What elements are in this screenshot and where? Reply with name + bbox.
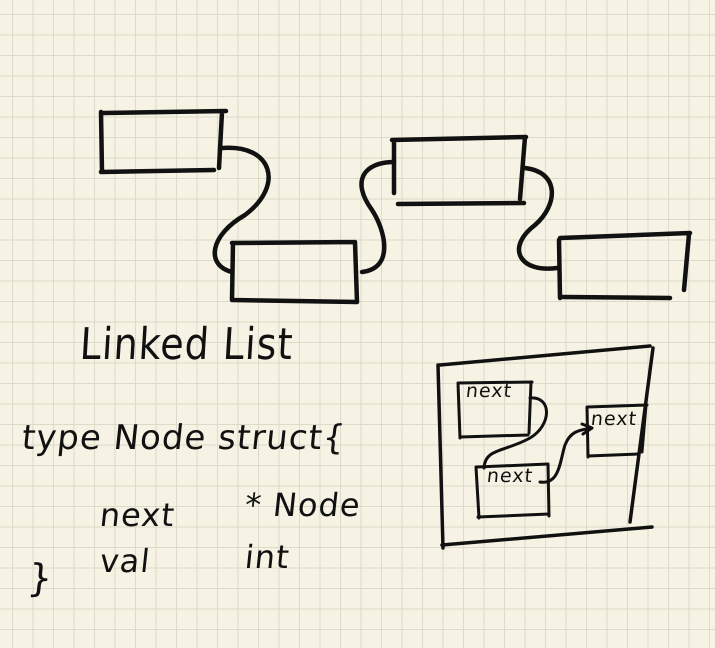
link-2-to-3 xyxy=(359,159,397,275)
closing-brace: } xyxy=(25,556,56,600)
inset-link-2-to-3 xyxy=(538,426,594,484)
node-box-4 xyxy=(556,230,693,301)
link-1-to-2 xyxy=(212,145,271,275)
node-box-2 xyxy=(229,239,360,305)
inset-node-box-2 xyxy=(474,462,551,520)
field-name-next: next xyxy=(98,496,177,534)
inset-arrow-head xyxy=(580,422,594,436)
field-type-node-pointer: * Node xyxy=(243,486,363,524)
struct-declaration: type Node struct{ xyxy=(19,418,348,458)
inset-link-1-to-2 xyxy=(482,396,548,470)
node-box-1 xyxy=(98,108,229,175)
link-3-to-4 xyxy=(516,165,560,271)
inset-frame xyxy=(436,344,655,550)
node-box-3 xyxy=(389,134,529,207)
inset-label-next-2: next xyxy=(485,465,535,487)
inset-label-next-1: next xyxy=(464,380,514,402)
inset-label-next-3: next xyxy=(589,408,639,430)
field-type-int: int xyxy=(243,538,292,576)
inset-node-box-1 xyxy=(456,380,534,440)
field-name-val: val xyxy=(98,542,153,580)
page-title: Linked List xyxy=(78,318,296,370)
